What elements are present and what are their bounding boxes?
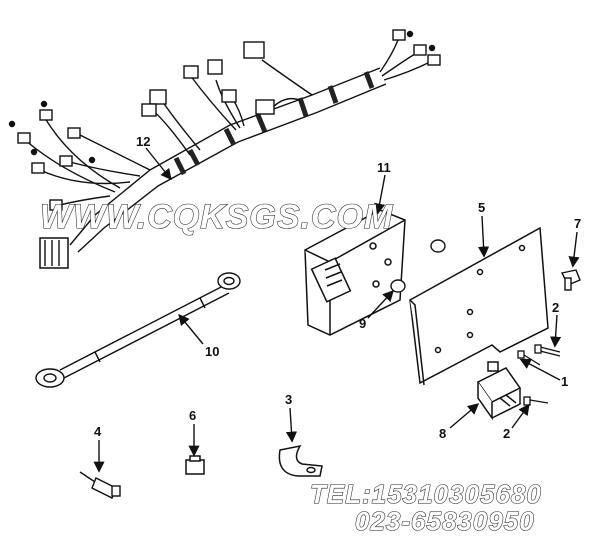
callout-2-upper: 2 bbox=[552, 300, 559, 315]
watermark: WWW.CQKSGS.COM TEL:15310305680 023-65830… bbox=[39, 197, 542, 536]
callout-6: 6 bbox=[189, 408, 196, 423]
callout-12: 12 bbox=[136, 134, 150, 149]
hex-bolt-icon bbox=[560, 269, 581, 291]
callout-7: 7 bbox=[574, 216, 581, 231]
callout-3: 3 bbox=[285, 392, 292, 407]
leader-lines bbox=[93, 147, 580, 473]
ecm-module-icon bbox=[304, 209, 406, 336]
callout-10: 10 bbox=[205, 344, 219, 359]
callout-8: 8 bbox=[439, 426, 446, 441]
callout-1: 1 bbox=[561, 374, 568, 389]
temperature-sensor-icon bbox=[79, 471, 121, 499]
connector-plug-icon bbox=[185, 455, 205, 475]
callout-11: 11 bbox=[377, 160, 391, 175]
bolt-icon bbox=[523, 344, 561, 406]
relay-switch-icon bbox=[476, 361, 522, 421]
watermark-phone: 023-65830950 bbox=[355, 506, 535, 536]
watermark-url: WWW.CQKSGS.COM bbox=[40, 198, 393, 236]
callout-4: 4 bbox=[94, 424, 102, 439]
ground-strap-icon bbox=[35, 272, 241, 388]
p-clamp-icon bbox=[278, 444, 323, 477]
spacer-icon bbox=[390, 239, 446, 293]
watermark-tel: TEL:15310305680 bbox=[310, 479, 542, 509]
callout-5: 5 bbox=[478, 200, 485, 215]
mounting-bracket-icon bbox=[409, 226, 549, 386]
callout-2-lower: 2 bbox=[503, 426, 510, 441]
callout-labels: 12 10 11 5 7 9 2 1 2 8 3 6 4 bbox=[94, 134, 581, 441]
wiring-harness-icon bbox=[8, 29, 441, 269]
callout-9: 9 bbox=[359, 316, 366, 331]
